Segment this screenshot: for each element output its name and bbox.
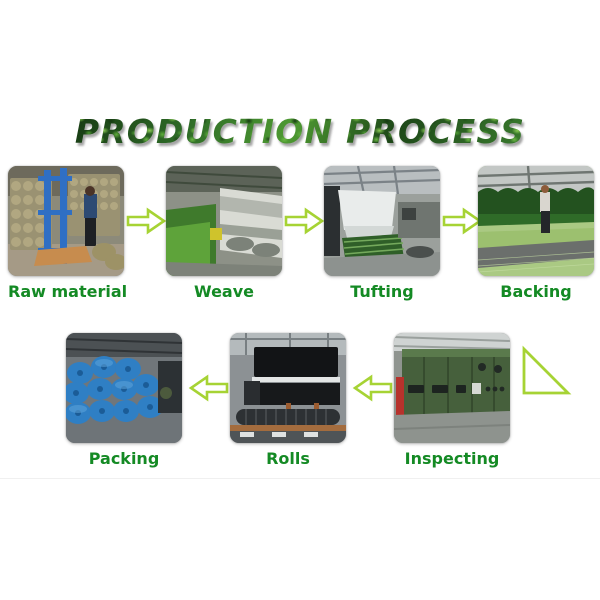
- turn-connector-icon: [518, 345, 574, 401]
- right-arrow-glyph: [126, 207, 167, 235]
- step-label-tufting: Tufting: [350, 282, 414, 301]
- right-arrow-icon-1: [125, 206, 167, 236]
- step-image-packing: [66, 333, 182, 443]
- step-label-weave: Weave: [193, 282, 254, 301]
- step-image-weave: [166, 166, 282, 276]
- left-arrow-glyph: [188, 374, 229, 402]
- step-label-packing: Packing: [88, 449, 160, 468]
- step-tufting[interactable]: Tufting: [324, 166, 440, 302]
- step-packing[interactable]: Packing: [66, 333, 182, 469]
- right-arrow-glyph: [284, 207, 325, 235]
- tufting-illustration: [324, 166, 440, 276]
- page-title: PRODUCTION PROCESS: [74, 112, 526, 152]
- process-row-1: Raw material: [0, 166, 600, 311]
- step-rolls[interactable]: Rolls: [230, 333, 346, 469]
- triangle-connector-glyph: [522, 345, 572, 395]
- step-label-raw-material: Raw material: [8, 282, 128, 301]
- packing-illustration: [66, 333, 182, 443]
- left-arrow-glyph: [352, 374, 393, 402]
- rolls-illustration: [230, 333, 346, 443]
- raw-material-illustration: [8, 166, 124, 276]
- left-arrow-icon-1: [188, 373, 230, 403]
- title-container: PRODUCTION PROCESS: [0, 112, 600, 152]
- step-image-backing: [478, 166, 594, 276]
- step-inspecting[interactable]: Inspecting: [394, 333, 510, 469]
- step-label-inspecting: Inspecting: [404, 449, 500, 468]
- step-label-rolls: Rolls: [266, 449, 310, 468]
- step-image-raw-material: [8, 166, 124, 276]
- step-label-backing: Backing: [500, 282, 572, 301]
- step-raw-material[interactable]: Raw material: [8, 166, 128, 302]
- step-image-tufting: [324, 166, 440, 276]
- process-row-2: Packing: [0, 333, 600, 478]
- step-image-rolls: [230, 333, 346, 443]
- step-weave[interactable]: Weave: [166, 166, 282, 302]
- weave-illustration: [166, 166, 282, 276]
- step-backing[interactable]: Backing: [478, 166, 594, 302]
- bottom-divider: [0, 478, 600, 479]
- backing-illustration: [478, 166, 594, 276]
- step-image-inspecting: [394, 333, 510, 443]
- right-arrow-icon-2: [283, 206, 325, 236]
- left-arrow-icon-2: [352, 373, 394, 403]
- right-arrow-glyph: [442, 207, 483, 235]
- inspecting-illustration: [394, 333, 510, 443]
- right-arrow-icon-3: [441, 206, 483, 236]
